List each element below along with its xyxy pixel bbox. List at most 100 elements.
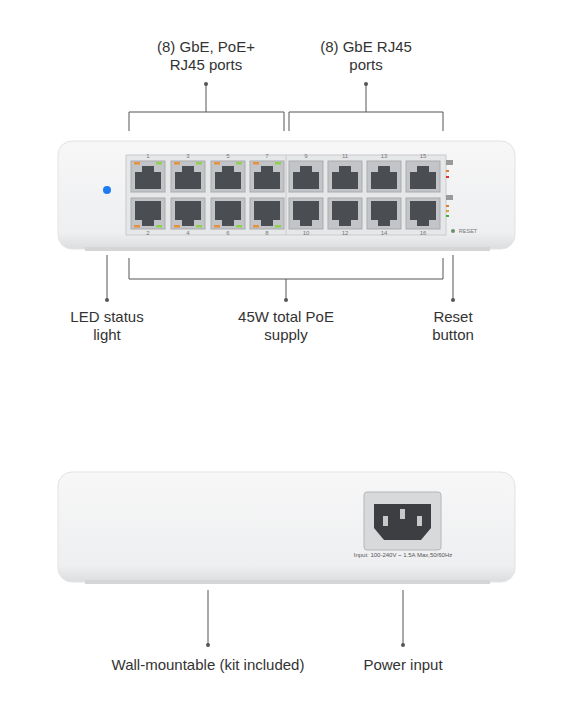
- callout-label: (8) GbE RJ45 ports: [310, 38, 422, 74]
- port-led: [156, 225, 162, 228]
- rj45-port: [211, 161, 245, 192]
- port-number: 10: [303, 230, 310, 237]
- port-led: [174, 225, 180, 228]
- port-led: [253, 225, 259, 228]
- reset-text: RESET: [459, 228, 477, 235]
- port-number: 8: [265, 230, 268, 237]
- status-led: [103, 186, 111, 194]
- port-led: [275, 225, 281, 228]
- rj45-port: [131, 161, 165, 192]
- rj45-opening: [215, 201, 241, 226]
- rj45-port: [211, 198, 245, 229]
- rj45-port: [250, 161, 284, 192]
- rj45-opening: [175, 166, 201, 189]
- port-number: 9: [304, 153, 307, 160]
- rj45-port: [131, 198, 165, 229]
- switch-front-body: [58, 141, 515, 249]
- port-panel: [126, 155, 446, 235]
- rj45-opening: [135, 201, 161, 226]
- port-number: 14: [381, 230, 388, 237]
- callout-label: 45W total PoE supply: [222, 308, 350, 344]
- power-pin: [400, 509, 405, 519]
- port-led: [196, 225, 202, 228]
- port-number: 15: [420, 153, 427, 160]
- rj45-port: [328, 198, 362, 229]
- rj45-opening: [175, 201, 201, 226]
- port-led: [134, 162, 140, 165]
- rj45-port: [171, 161, 205, 192]
- rj45-port: [406, 198, 440, 229]
- port-number: 3: [186, 153, 189, 160]
- rj45-opening: [332, 201, 358, 226]
- port-led: [214, 225, 220, 228]
- port-number: 7: [265, 153, 268, 160]
- rj45-port: [171, 198, 205, 229]
- reset-hole: [451, 229, 455, 233]
- callout-label: Power input: [363, 656, 442, 674]
- power-inlet-socket: [374, 504, 431, 540]
- port-led: [214, 162, 220, 165]
- port-group: [131, 161, 440, 229]
- rj45-port: [250, 198, 284, 229]
- callout-label: (8) GbE, PoE+ RJ45 ports: [141, 38, 271, 74]
- port-number: 1: [146, 153, 149, 160]
- rj45-port: [406, 161, 440, 192]
- rj45-port: [367, 198, 401, 229]
- power-pin: [383, 516, 388, 526]
- rj45-port: [367, 161, 401, 192]
- port-led: [236, 162, 242, 165]
- port-divider: [286, 155, 287, 235]
- rj45-opening: [371, 201, 397, 226]
- callout-label: LED status light: [62, 308, 152, 344]
- link-led-mark: [446, 215, 449, 217]
- port-led: [156, 162, 162, 165]
- port-number: 5: [226, 153, 229, 160]
- callout-leaders: [208, 590, 403, 645]
- port-number: 16: [420, 230, 427, 237]
- port-number: 11: [342, 153, 348, 160]
- port-led: [253, 162, 259, 165]
- callout-label: Reset button: [421, 308, 485, 344]
- rj45-opening: [410, 166, 436, 189]
- port-led: [236, 225, 242, 228]
- power-inlet-frame: [364, 492, 441, 550]
- callout-brackets: [107, 84, 453, 300]
- callout-dots: [206, 643, 405, 647]
- rj45-opening: [135, 166, 161, 189]
- poe-led-mark: [446, 170, 449, 172]
- link-led-mark: [446, 210, 449, 212]
- switch-base-shadow: [85, 580, 490, 584]
- poe-icon: [446, 160, 453, 165]
- port-number: 13: [381, 153, 388, 160]
- rj45-opening: [254, 201, 280, 226]
- rj45-opening: [332, 166, 358, 189]
- rj45-opening: [371, 166, 397, 189]
- port-number: 12: [342, 230, 349, 237]
- rj45-opening: [254, 166, 280, 189]
- callout-dots: [105, 82, 455, 302]
- power-pin: [417, 516, 422, 526]
- switch-back-body: [58, 472, 515, 582]
- rj45-opening: [293, 166, 319, 189]
- rj45-port: [289, 161, 323, 192]
- port-led: [196, 162, 202, 165]
- switch-base-shadow: [85, 247, 490, 251]
- port-number: 6: [226, 230, 229, 237]
- rj45-opening: [410, 201, 436, 226]
- link-icon: [446, 195, 453, 200]
- rj45-opening: [293, 201, 319, 226]
- port-number: 4: [186, 230, 189, 237]
- port-led: [275, 162, 281, 165]
- callout-label: Wall-mountable (kit included): [112, 656, 305, 674]
- poe-led-mark: [446, 176, 449, 178]
- rating-text: Input: 100-240V ~ 1.5A Max,50/60Hz: [354, 552, 453, 559]
- link-led-mark: [446, 205, 449, 207]
- port-led: [174, 162, 180, 165]
- rj45-opening: [215, 166, 241, 189]
- rj45-port: [328, 161, 362, 192]
- port-led: [134, 225, 140, 228]
- rj45-port: [289, 198, 323, 229]
- port-number: 2: [146, 230, 149, 237]
